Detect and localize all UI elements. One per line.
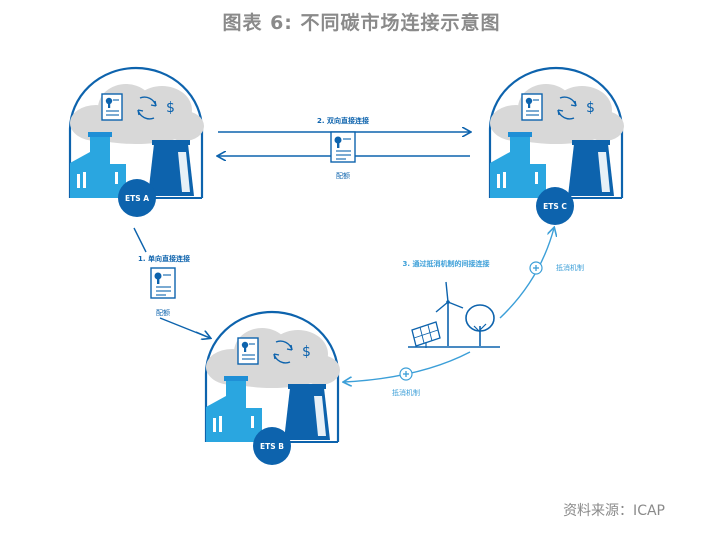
offset-label-lower: 抵消机制: [392, 388, 420, 397]
bilateral-link-label: 2. 双向直接连接: [317, 116, 369, 125]
ets-c-badge: ETS C: [536, 187, 574, 225]
ets-a-badge: ETS A: [118, 179, 156, 217]
source-note: 资料来源：ICAP: [563, 503, 665, 519]
offset-label-upper: 抵消机制: [556, 263, 584, 272]
arrow-offset-to-c: [499, 228, 554, 319]
indirect-link-label: 3. 通过抵消机制的间接连接: [403, 259, 490, 268]
bilateral-doc-label: 配额: [336, 171, 350, 180]
solar-panel-icon: [411, 321, 441, 348]
ets-a-label: ETS A: [125, 194, 149, 203]
ets-b-emblem: [204, 310, 342, 444]
tree-icon: [465, 304, 495, 346]
arrow-offset-to-b: [344, 351, 471, 382]
ets-c-label: ETS C: [543, 202, 567, 211]
unilateral-link: 1. 单向直接连接 配额: [133, 227, 210, 338]
plus-circle-icon: [529, 261, 543, 275]
ets-a-emblem: [68, 66, 206, 200]
ets-c-emblem: [488, 66, 626, 200]
certificate-icon: [330, 131, 356, 163]
unilateral-doc-label: 配额: [156, 308, 170, 317]
plus-circle-icon: [399, 367, 413, 381]
certificate-icon: [150, 267, 176, 299]
ets-b-label: ETS B: [260, 442, 284, 451]
unilateral-link-label: 1. 单向直接连接: [138, 254, 190, 263]
wind-turbine-icon: [435, 281, 464, 346]
page-title: 图表 6: 不同碳市场连接示意图: [222, 12, 501, 34]
ets-b-badge: ETS B: [253, 427, 291, 465]
bilateral-link: 2. 双向直接连接 配额: [218, 116, 470, 180]
indirect-link: 3. 通过抵消机制的间接连接 抵消机制 抵消机制: [344, 228, 584, 397]
